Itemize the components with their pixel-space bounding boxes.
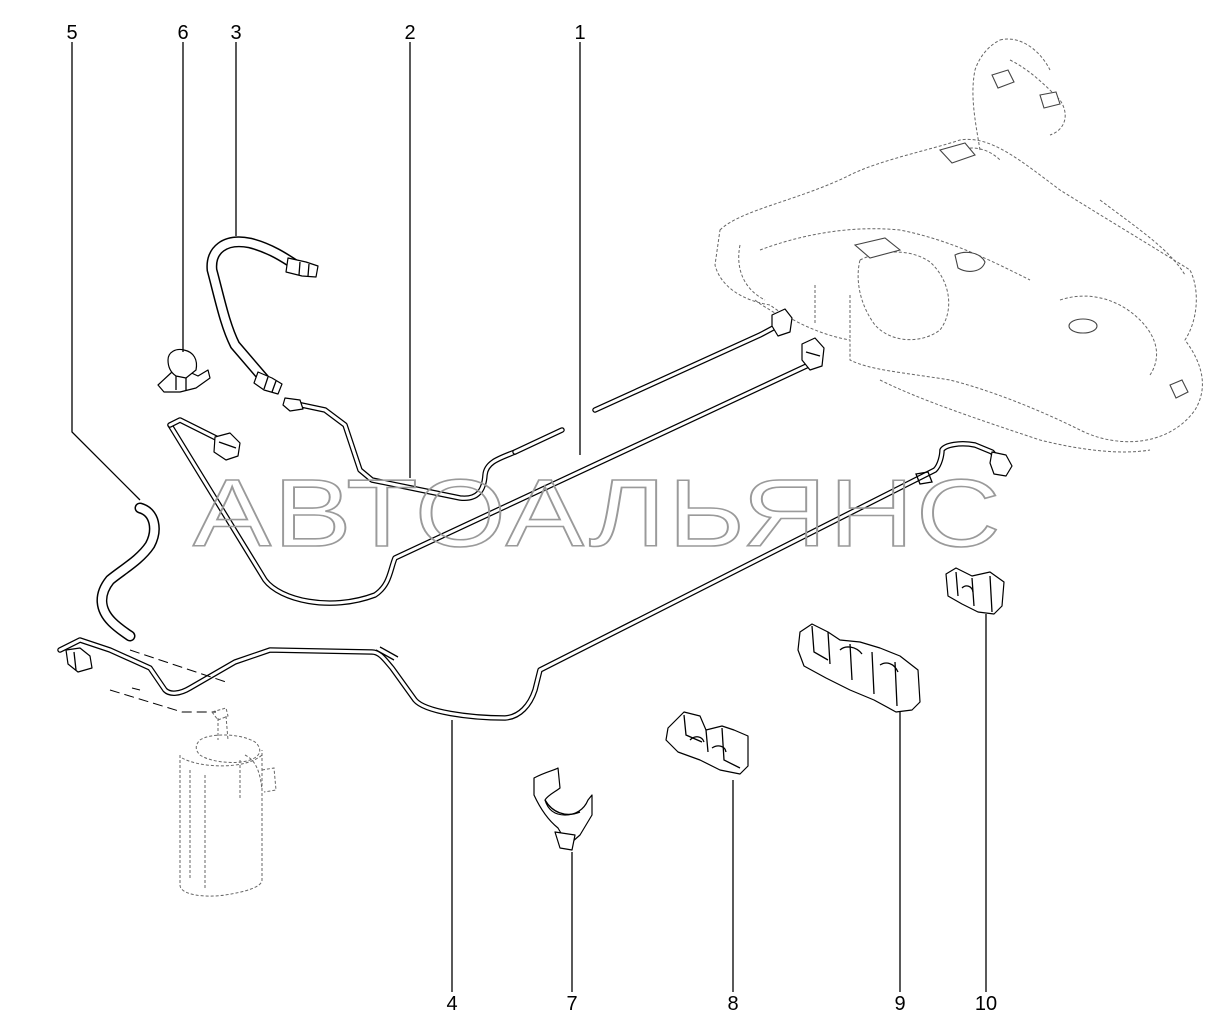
callout-10: 10 (975, 993, 997, 1015)
hose-3-connector-top (285, 257, 319, 278)
hose-5 (96, 502, 160, 642)
line-2-connector-right (771, 308, 793, 337)
clip-6 (157, 348, 211, 393)
vapor-line-2 (282, 308, 793, 501)
callout-6: 6 (177, 22, 188, 44)
clip-8 (665, 711, 749, 775)
clip-7 (533, 767, 593, 851)
line-4-connector-left (65, 647, 93, 673)
line-4-connector-right (989, 451, 1013, 477)
line-1-connector-right (801, 337, 825, 371)
callout-9: 9 (894, 993, 905, 1015)
fuel-tank (714, 38, 1203, 453)
clip-10 (945, 567, 1005, 615)
callout-5: 5 (66, 22, 77, 44)
callout-1: 1 (574, 22, 585, 44)
callout-labels: 1 2 3 4 5 6 7 8 9 10 (66, 22, 997, 1015)
hose-3-connector-bottom (253, 371, 283, 395)
watermark-text: АВТОАЛЬЯНС (193, 460, 1003, 567)
line-1-connector-left (213, 432, 241, 461)
vapor-line-1 (167, 337, 825, 606)
callout-3: 3 (230, 22, 241, 44)
callout-4: 4 (446, 993, 457, 1015)
clip-9 (797, 623, 921, 713)
callout-2: 2 (404, 22, 415, 44)
callout-8: 8 (727, 993, 738, 1015)
hose-3 (206, 236, 319, 395)
charcoal-canister (109, 649, 277, 897)
line-2-end-left (282, 397, 304, 412)
vapor-line-4 (57, 441, 1013, 721)
callout-7: 7 (566, 993, 577, 1015)
leader-lines (71, 42, 987, 992)
